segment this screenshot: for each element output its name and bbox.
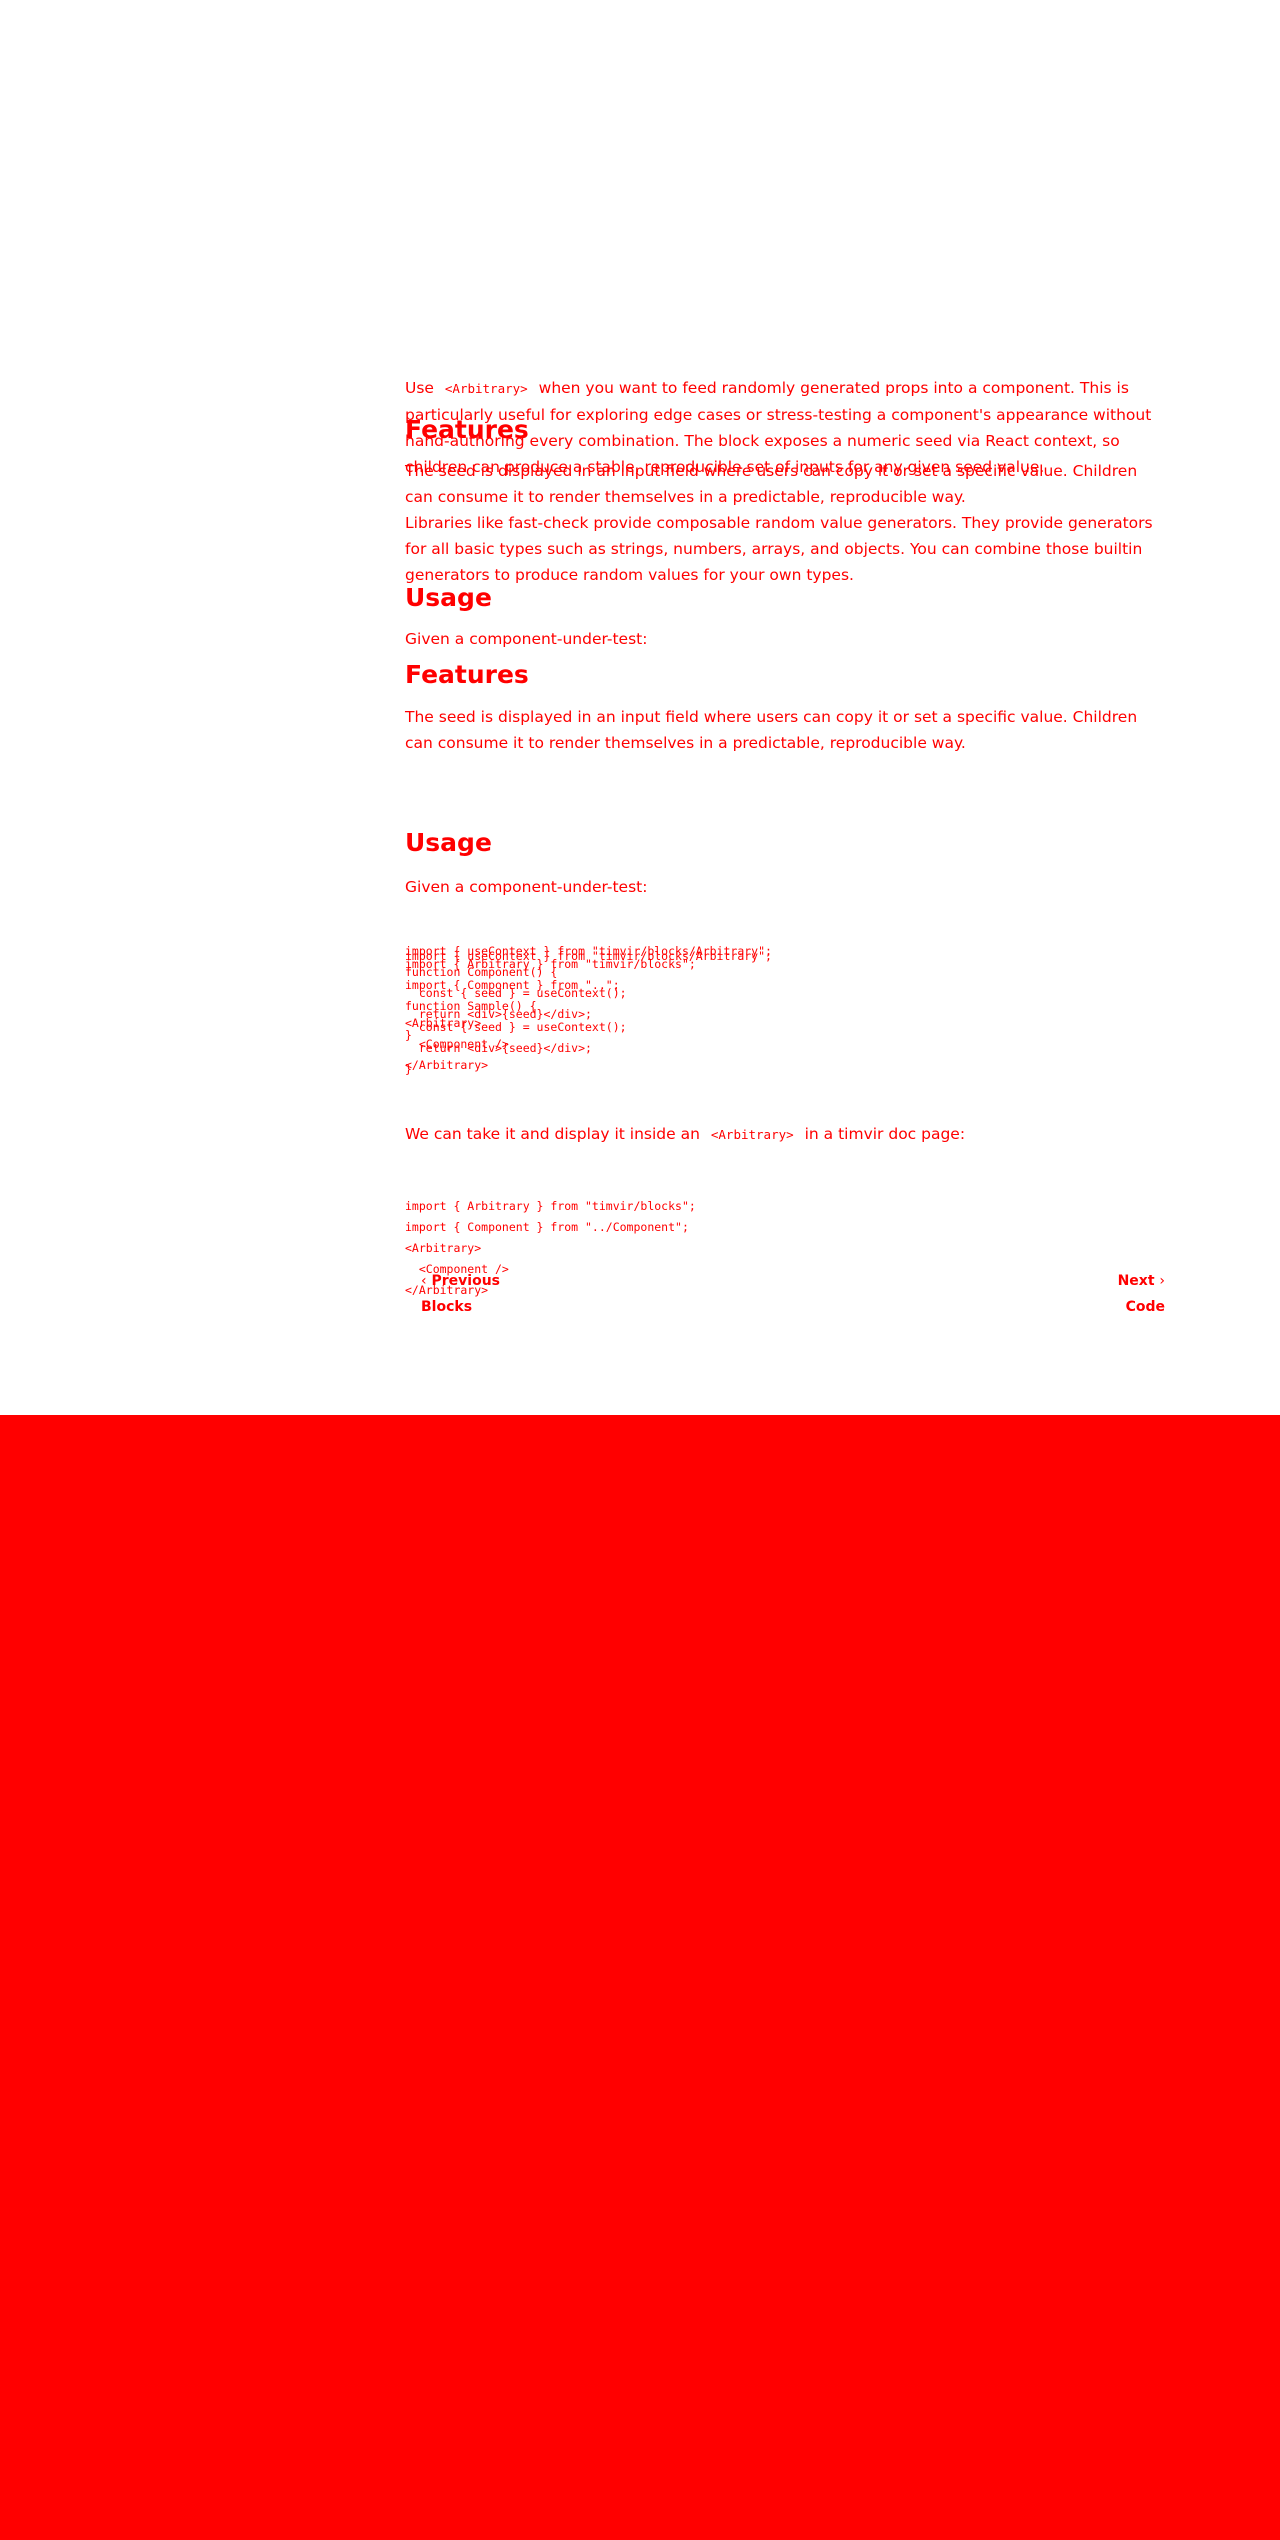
chevron-right-icon: › [1159, 1273, 1165, 1289]
intro-component-code: <Arbitrary> [444, 381, 528, 396]
chevron-left-icon: ‹ [421, 1273, 427, 1289]
code-line: function Component() { [405, 965, 558, 979]
component-code-block: import { useContext } from "timvir/block… [405, 941, 1165, 1046]
display-text-before: We can take it and display it inside an [405, 1125, 700, 1143]
code-line: import { useContext } from "timvir/block… [405, 949, 772, 963]
overlay-usage-intro: Given a component-under-test: [405, 630, 648, 648]
pagination-previous-link[interactable]: ‹ Previous Blocks [421, 1268, 500, 1320]
overlay-features-paragraph: The seed is displayed in an input field … [405, 462, 1138, 506]
code-line: } [405, 1028, 412, 1042]
display-text-after: in a timvir doc page: [804, 1125, 966, 1143]
display-paragraph: We can take it and display it inside an … [405, 1121, 1165, 1148]
code-line: function Sample() { [405, 999, 537, 1013]
display-component-code: <Arbitrary> [710, 1127, 794, 1142]
code-line: <Component /> [405, 1262, 509, 1276]
code-line: return <div>{seed}</div>; [405, 1007, 592, 1021]
code-line: <Component /> [405, 1037, 509, 1051]
code-line: import { Arbitrary } from "timvir/blocks… [405, 1199, 696, 1213]
overlay-libraries-paragraph: Libraries like fast-check provide compos… [405, 514, 1153, 584]
pagination-previous-page: Blocks [421, 1299, 473, 1315]
intro-paragraph: Use <Arbitrary> when you want to feed ra… [405, 375, 1165, 480]
usage-heading: Usage [405, 828, 492, 857]
overlay-code-block-2: <Arbitrary> <Component /> </Arbitrary> [405, 1013, 1165, 1076]
code-line: </Arbitrary> [405, 1058, 489, 1072]
features-heading: Features [405, 660, 529, 689]
pagination-next-page: Code [1125, 1299, 1165, 1315]
code-line: const { seed } = useContext(); [405, 1020, 627, 1034]
pagination-previous-label: Previous [431, 1273, 500, 1289]
intro-use-word: Use [405, 379, 434, 397]
code-line: import { Component } from "../Component"… [405, 1220, 689, 1234]
overlay-features-heading: Features [405, 415, 529, 444]
bottom-red-band [0, 1415, 1280, 2540]
code-line: } [405, 1062, 412, 1076]
overlay-code-block-1: import { useContext } from "timvir/block… [405, 946, 1165, 1080]
pagination-next-label-row: Next › [1118, 1268, 1165, 1294]
code-line: const { seed } = useContext(); [405, 986, 627, 1000]
usage-intro: Given a component-under-test: [405, 878, 648, 896]
code-line: return <div>{seed}</div>; [405, 1041, 592, 1055]
features-paragraph: The seed is displayed in an input field … [405, 708, 1138, 752]
code-line: import { Arbitrary } from "timvir/blocks… [405, 957, 696, 971]
code-line: import { useContext } from "timvir/block… [405, 944, 772, 958]
doc-code-block: import { Arbitrary } from "timvir/blocks… [405, 1196, 1165, 1301]
overlay-usage-heading: Usage [405, 583, 492, 612]
pagination-next-label: Next [1117, 1273, 1155, 1289]
pagination-next-link[interactable]: Next › Code [1118, 1268, 1165, 1320]
code-line: </Arbitrary> [405, 1283, 489, 1297]
code-line: import { Component } from ".."; [405, 978, 620, 992]
intro-text: when you want to feed randomly generated… [405, 379, 1152, 476]
pagination-previous-label-row: ‹ Previous [421, 1268, 500, 1294]
code-line: <Arbitrary> [405, 1241, 482, 1255]
code-line: <Arbitrary> [405, 1016, 482, 1030]
